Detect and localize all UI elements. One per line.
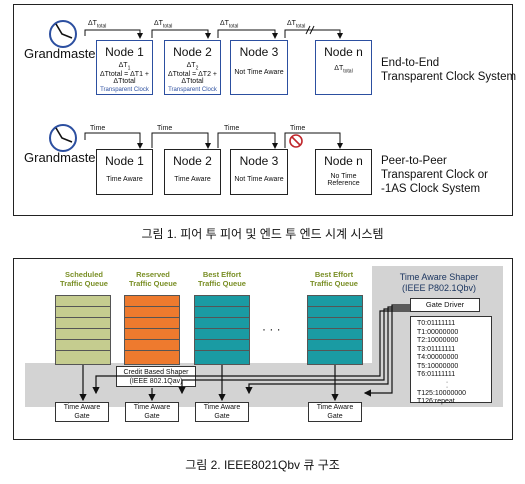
gate-control-list: T0:01111111 T1:00000000 T2:10000000 T3:0…: [410, 316, 492, 405]
delta-total-label-4: ΔTtotal: [287, 20, 306, 30]
node-2-box-bottom: Node 2 Time Aware: [164, 149, 221, 195]
best-effort-queue-1: [194, 295, 250, 365]
delta-total-label-2: ΔTtotal: [154, 20, 173, 30]
clock-icon-bottom: [49, 124, 77, 152]
node-2-box-top: Node 2 ΔT2 ΔTtotal = ΔT2 + ΔTtotal Trans…: [164, 40, 221, 95]
node-n-box-bottom: Node n No Time Reference: [315, 149, 372, 195]
grandmaster-label-top: Grandmaster: [24, 46, 100, 61]
gate-driver-box: Gate Driver: [410, 298, 480, 312]
node-3-box-top: Node 3 Not Time Aware: [230, 40, 288, 95]
time-label-1: Time: [90, 125, 106, 132]
best-effort-queue-2: [307, 295, 363, 365]
time-label-3: Time: [224, 125, 240, 132]
shaper-title: Time Aware Shaper(IEEE P802.1Qbv): [399, 272, 479, 293]
figure-2-connectors: [79, 304, 410, 402]
node-1-box-top: Node 1 ΔT1 ΔTtotal = ΔT1 + ΔTtotal Trans…: [96, 40, 153, 95]
delta-total-label-1: ΔTtotal: [88, 20, 107, 30]
no-time-icon: [289, 134, 303, 148]
figure-2-caption: 그림 2. IEEE8021Qbv 큐 구조: [185, 458, 340, 472]
e2e-system-label: End-to-End Transparent Clock System: [381, 57, 517, 83]
time-label-2: Time: [157, 125, 173, 132]
figure-1-connectors: [49, 20, 343, 152]
reserved-queue: [124, 295, 180, 365]
clock-icon-top: [49, 20, 77, 48]
grandmaster-label-bottom: Grandmaster: [24, 150, 100, 165]
node-3-box-bottom: Node 3 Not Time Aware: [230, 149, 288, 195]
figure-1-frame: [13, 4, 513, 216]
node-n-box-top: Node n ΔTtotal: [315, 40, 372, 95]
scheduled-queue: [55, 295, 111, 365]
node-1-box-bottom: Node 1 Time Aware: [96, 149, 153, 195]
figure-1-caption: 그림 1. 피어 투 피어 및 엔드 투 엔드 시계 시스템: [141, 227, 384, 241]
queue-ellipsis: · · ·: [262, 322, 281, 336]
p2p-system-label: Peer-to-Peer Transparent Clock or -1AS C…: [381, 155, 488, 195]
delta-total-label-3: ΔTtotal: [220, 20, 239, 30]
time-label-4: Time: [290, 125, 306, 132]
